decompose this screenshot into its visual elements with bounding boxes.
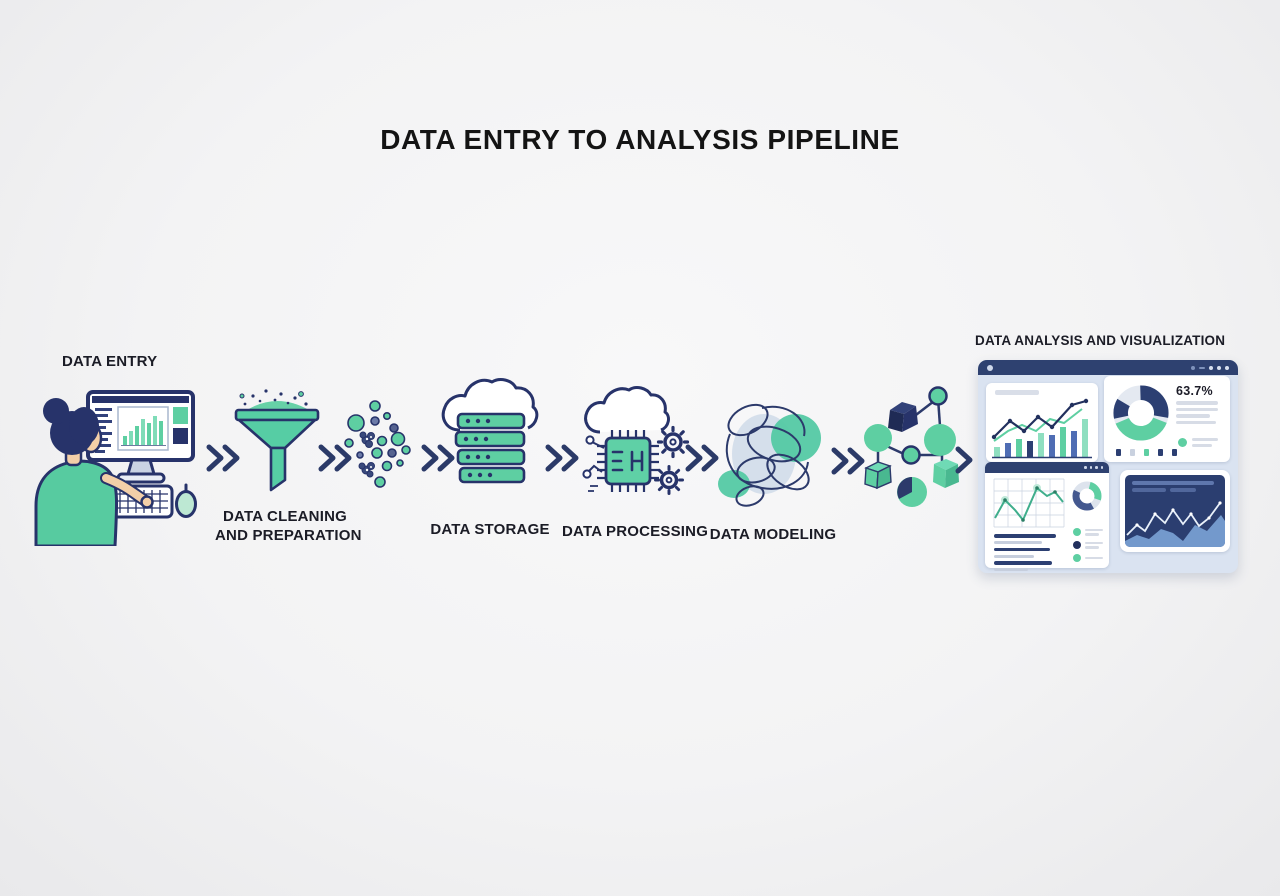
legend-item	[1073, 554, 1103, 562]
text-placeholder	[1192, 444, 1212, 447]
text-placeholder	[1085, 541, 1103, 544]
node-circle	[928, 386, 948, 406]
card-header-bar	[985, 462, 1109, 473]
text-block	[994, 534, 1056, 571]
cpu-processing-icon	[582, 386, 690, 495]
legend-dot-icon	[1073, 554, 1081, 562]
chevron-right-icon	[955, 446, 973, 474]
tick	[1172, 449, 1177, 456]
text-placeholder	[1176, 420, 1216, 424]
label-data-cleaning: DATA CLEANING AND PREPARATION	[215, 508, 362, 545]
dashboard-panel: 63.7%	[978, 360, 1238, 573]
chevron-right-icon	[421, 444, 455, 472]
kpi-value: 63.7%	[1176, 384, 1213, 398]
text-placeholder	[1132, 481, 1214, 485]
chevron-right-icon	[206, 444, 240, 472]
label-data-analysis: DATA ANALYSIS AND VISUALIZATION	[975, 333, 1226, 348]
label-data-processing: DATA PROCESSING	[562, 523, 709, 540]
text-placeholder	[994, 541, 1042, 544]
text-placeholder	[1085, 533, 1099, 536]
label-data-modeling: DATA MODELING	[709, 526, 837, 543]
cube-icon	[864, 461, 892, 490]
chevron-right-icon	[318, 444, 352, 472]
window-dot-icon	[1191, 365, 1195, 370]
text-placeholder	[994, 547, 1050, 551]
text-placeholder	[1085, 556, 1103, 560]
dark-screen	[1125, 475, 1225, 547]
legend-item	[1073, 528, 1103, 536]
node-circle	[864, 424, 892, 452]
person-illustration	[34, 398, 154, 546]
funnel-icon	[234, 389, 320, 492]
window-dot-icon	[1089, 466, 1092, 469]
cloud-storage-icon	[441, 378, 539, 484]
area-line-chart	[1125, 501, 1225, 547]
card-title-placeholder	[995, 390, 1039, 395]
text-placeholder	[1192, 438, 1218, 441]
window-dot-icon	[1095, 466, 1098, 469]
legend-dot-icon	[1073, 541, 1081, 549]
text-placeholder	[1176, 401, 1218, 405]
text-placeholder	[1085, 528, 1103, 531]
window-dot-icon	[1225, 365, 1229, 370]
gear-icon	[654, 465, 684, 495]
grid-line-chart	[993, 478, 1065, 528]
server-stack-icon	[454, 412, 526, 484]
dark-chart-card	[1120, 470, 1230, 552]
mouse-icon	[175, 483, 197, 518]
text-placeholder	[994, 561, 1052, 565]
window-dash-icon	[1199, 366, 1205, 369]
text-placeholder	[994, 534, 1056, 538]
node-circle	[901, 445, 921, 465]
text-placeholder	[1176, 407, 1218, 411]
window-dot-icon	[1209, 365, 1213, 370]
text-placeholder	[994, 554, 1034, 558]
text-placeholder	[1176, 414, 1210, 418]
tick	[1158, 449, 1163, 456]
line-bar-chart	[991, 398, 1092, 459]
tick	[1116, 449, 1121, 456]
circuit-nodes	[582, 435, 605, 492]
donut-kpi-card: 63.7%	[1104, 376, 1230, 462]
legend-item	[1178, 438, 1218, 447]
tick	[1144, 449, 1149, 456]
data-entry-illustration	[34, 390, 197, 546]
text-placeholder	[1085, 546, 1099, 549]
mini-donut-chart	[1072, 481, 1102, 511]
chip-icon	[604, 436, 652, 486]
report-card	[985, 462, 1109, 571]
window-circle-icon	[987, 364, 993, 371]
data-points-icon	[344, 400, 411, 488]
text-placeholder	[1132, 488, 1166, 492]
pie-chart-icon	[897, 477, 927, 507]
network-graph-icon	[864, 386, 959, 507]
donut-chart	[1113, 385, 1169, 441]
line-bar-chart-card	[986, 383, 1098, 462]
cloud-icon	[584, 386, 670, 434]
tick-marks	[1116, 449, 1177, 456]
window-dot-icon	[1084, 466, 1087, 469]
cube-icon	[933, 459, 959, 488]
label-data-storage: DATA STORAGE	[430, 521, 550, 538]
legend-dot-icon	[1073, 528, 1081, 536]
text-placeholder	[1170, 488, 1196, 492]
tick	[1130, 449, 1135, 456]
window-dot-icon	[1217, 365, 1221, 370]
node-circle	[924, 424, 956, 456]
label-data-entry: DATA ENTRY	[62, 353, 158, 370]
window-dot-icon	[1100, 466, 1103, 469]
page-title: DATA ENTRY TO ANALYSIS PIPELINE	[380, 124, 900, 155]
cube-icon	[888, 402, 918, 432]
legend-item	[1073, 541, 1103, 549]
chevron-right-icon	[545, 444, 579, 472]
legend-block	[1073, 528, 1103, 562]
chip-pins	[597, 430, 659, 492]
dashboard-header-bar	[978, 360, 1238, 375]
text-placeholder	[994, 568, 1028, 571]
legend-dot-icon	[1178, 438, 1187, 447]
chevron-right-icon	[831, 447, 865, 475]
data-model-icon	[718, 403, 821, 507]
chevron-right-icon	[685, 444, 719, 472]
gear-icon	[656, 425, 690, 459]
